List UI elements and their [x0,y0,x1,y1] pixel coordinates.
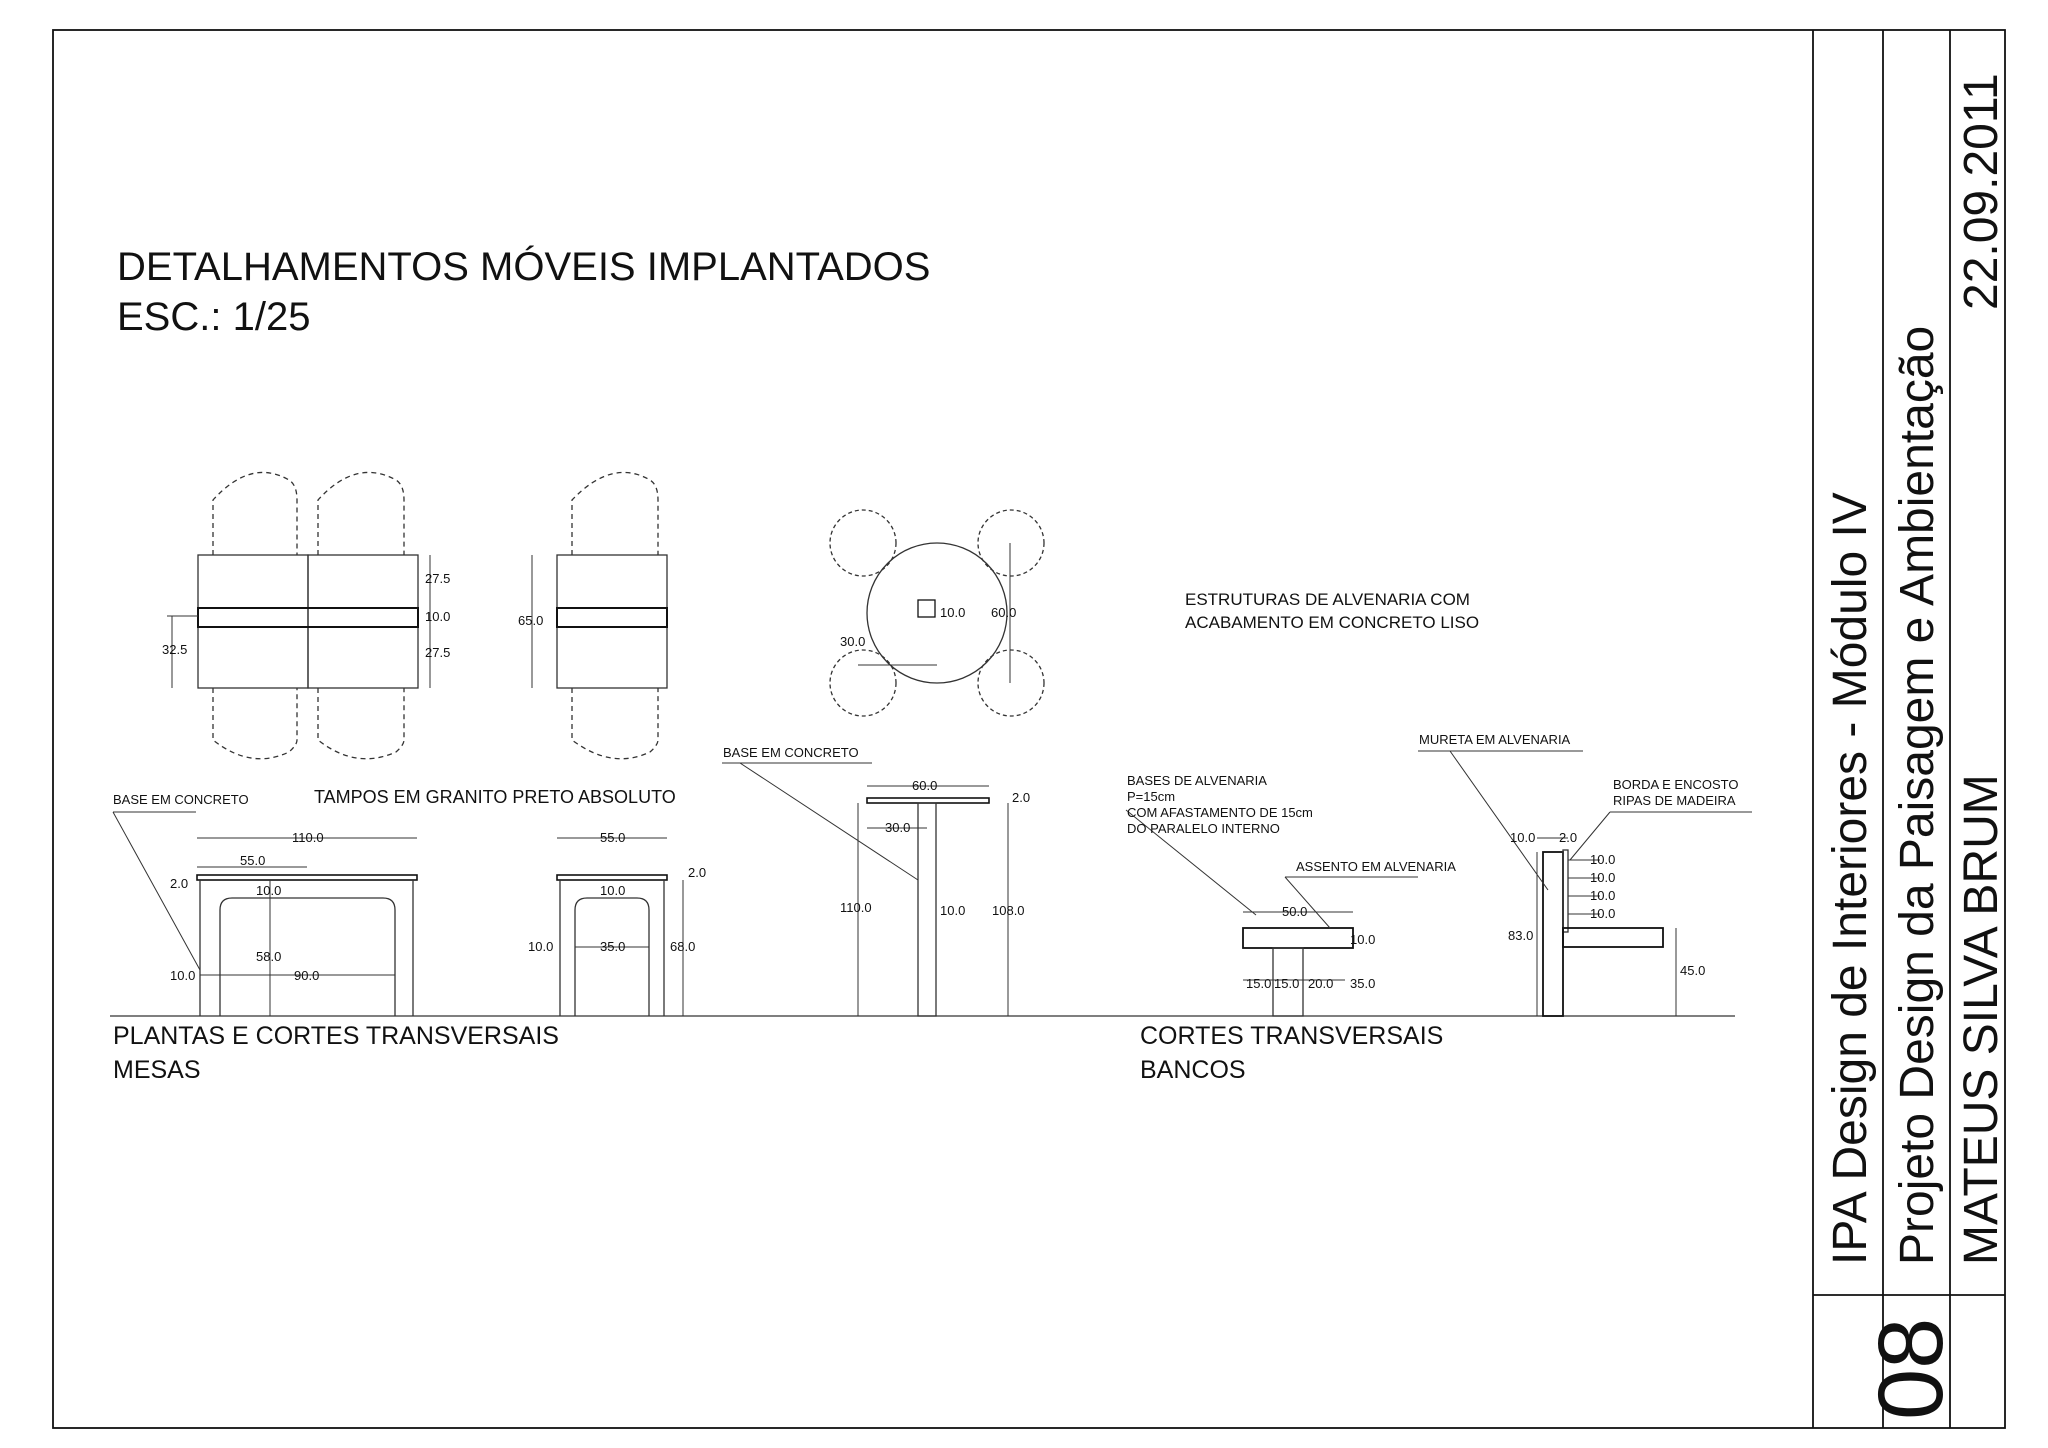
dim-label: 27.5 [425,571,450,586]
title-block-project: Projeto Design da Paisagem e Ambientação [1891,326,1944,1265]
plan-round-table [829,509,1045,717]
dim-label: 35.0 [1350,976,1375,991]
dim-label: 55.0 [600,830,625,845]
dim-label: 45.0 [1680,963,1705,978]
note-base-concreto-2: BASE EM CONCRETO [723,745,859,760]
sheet-border [52,29,2006,1429]
dim-label: 10.0 [1590,852,1615,867]
dim-label: 15.0 [1274,976,1299,991]
dim-label: 35.0 [600,939,625,954]
section-bench [1125,809,1418,1017]
dim-label: 10.0 [1510,830,1535,845]
title-block-author: MATEUS SILVA BRUM [1955,774,2008,1265]
dim-label: 83.0 [1508,928,1533,943]
section-round-table [722,762,1009,1017]
dim-label: 30.0 [885,820,910,835]
dim-label: 2.0 [170,876,188,891]
dim-label: 10.0 [528,939,553,954]
dim-label: 108.0 [992,903,1025,918]
dim-label: 10.0 [1590,906,1615,921]
dim-label: 2.0 [688,865,706,880]
dim-label: 58.0 [256,949,281,964]
title-block-course: IPA Design de Interiores - Módulo IV [1824,492,1877,1265]
dim-label: 60.0 [991,605,1016,620]
dim-label: 10.0 [1350,932,1375,947]
dim-label: 68.0 [670,939,695,954]
caption-mesas-1: PLANTAS E CORTES TRANSVERSAIS [113,1022,559,1050]
dim-label: 60.0 [912,778,937,793]
note-alvenaria-2: ACABAMENTO EM CONCRETO LISO [1185,613,1479,632]
dim-label: 10.0 [600,883,625,898]
caption-mesas-2: MESAS [113,1056,201,1084]
dim-label: 10.0 [940,605,965,620]
dim-label: 10.0 [256,883,281,898]
note-base-concreto-1: BASE EM CONCRETO [113,792,249,807]
section-table-small [556,837,684,1016]
dim-label: 27.5 [425,645,450,660]
dim-label: 32.5 [162,642,187,657]
dim-label: 20.0 [1308,976,1333,991]
dim-label: 30.0 [840,634,865,649]
sheet-number: 08 [1860,1318,1962,1420]
dim-label: 55.0 [240,853,265,868]
title-block-date: 22.09.2011 [1955,73,2008,310]
page-scale: ESC.: 1/25 [117,295,310,339]
dim-label: 90.0 [294,968,319,983]
title-block [1812,30,2005,1428]
dim-label: 10.0 [1590,870,1615,885]
plan-table-4-chairs [167,471,431,760]
note-assento: ASSENTO EM ALVENARIA [1296,859,1456,874]
section-bench-backrest [1418,750,1752,1017]
dim-label: 10.0 [1590,888,1615,903]
dim-label: 10.0 [425,609,450,624]
dim-label: 2.0 [1012,790,1030,805]
dim-label: 110.0 [840,900,872,915]
dim-label: 110.0 [292,830,324,845]
dim-label: 50.0 [1282,904,1307,919]
dim-label: 10.0 [170,968,195,983]
note-alvenaria-1: ESTRUTURAS DE ALVENARIA COM [1185,590,1470,609]
dim-label: 2.0 [1559,830,1577,845]
plan-table-2-chairs [531,471,668,760]
note-borda-1: BORDA E ENCOSTO [1613,777,1738,792]
caption-bancos-1: CORTES TRANSVERSAIS [1140,1022,1443,1050]
note-borda-2: RIPAS DE MADEIRA [1613,793,1736,808]
dim-label: 65.0 [518,613,543,628]
page-title: DETALHAMENTOS MÓVEIS IMPLANTADOS [117,244,930,289]
note-bases-alvenaria-4: DO PARALELO INTERNO [1127,821,1280,836]
note-bases-alvenaria-1: BASES DE ALVENARIA [1127,773,1267,788]
dim-label: 10.0 [940,903,965,918]
note-tampos: TAMPOS EM GRANITO PRETO ABSOLUTO [314,787,676,807]
section-table-large [112,811,418,1016]
caption-bancos-2: BANCOS [1140,1056,1246,1084]
dim-label: 15.0 [1246,976,1271,991]
note-bases-alvenaria-3: COM AFASTAMENTO DE 15cm [1127,805,1313,820]
note-mureta: MURETA EM ALVENARIA [1419,732,1571,747]
note-bases-alvenaria-2: P=15cm [1127,789,1175,804]
